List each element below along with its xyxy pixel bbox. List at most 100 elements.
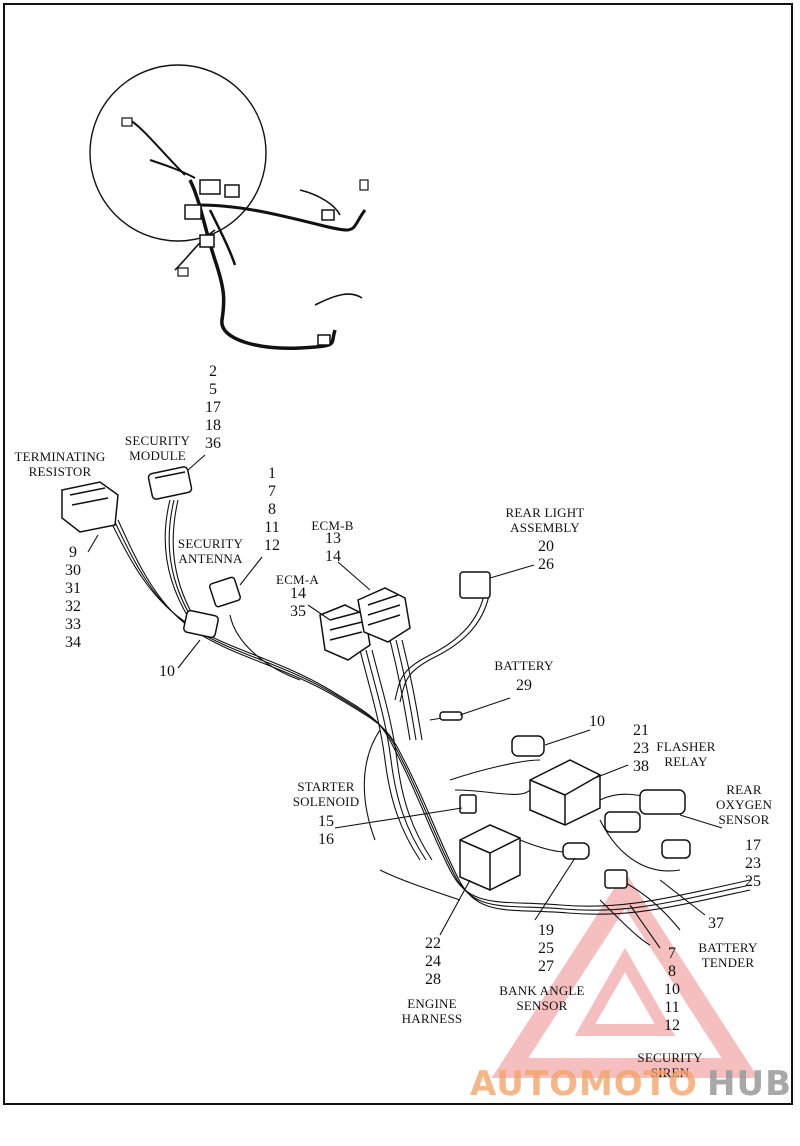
starter-solenoid-label-line: STARTER [297,779,355,794]
callout-number: 25 [745,873,761,890]
callout-number: 10 [664,981,680,998]
callout-harness-clip-left: 10 [152,663,182,681]
callout-number: 20 [538,538,554,555]
callout-number: 26 [538,556,554,573]
callout-number: 15 [318,813,334,830]
callout-number: 8 [668,963,676,980]
watermark-triangle [491,871,759,1078]
battery-tender-label-line: TENDER [701,955,755,970]
callout-number: 21 [633,722,649,739]
callout-number: 31 [65,580,81,597]
callout-rear-light-assembly: 20 26 [531,538,561,574]
bank-angle-sensor-label-line: SENSOR [516,998,568,1013]
callout-number: 7 [268,483,276,500]
callout-number: 30 [65,562,81,579]
flasher-relay-body [529,759,601,826]
callout-flasher-clip: 10 [582,713,612,731]
battery-tender-label-line: BATTERY [698,940,758,955]
callout-engine-harness: 22 24 28 [418,935,448,989]
bank-angle-connector [562,842,590,860]
callout-starter-solenoid: 15 16 [311,813,341,849]
rear-oxygen-connector [604,789,686,833]
terminating-resistor-label-line: RESISTOR [28,464,92,479]
bank-angle-sensor-label: BANK ANGLE SENSOR [490,983,594,1013]
starter-solenoid-label: STARTER SOLENOID [285,779,367,809]
callout-ecm-a: 14 35 [283,585,313,621]
callout-number: 36 [205,435,221,452]
engine-harness-label-line: HARNESS [401,1011,463,1026]
callout-number: 14 [290,585,306,602]
diagram-frame [3,3,793,1105]
callout-number: 10 [589,713,605,730]
callout-number: 12 [264,537,280,554]
callout-number: 22 [425,935,441,952]
callout-bank-angle-sensor: 19 25 27 [531,922,561,976]
callout-security-siren: 7 8 10 11 12 [657,945,687,1035]
flasher-relay-label: FLASHER RELAY [650,739,722,769]
ecm-a-label: ECM-A [276,572,319,587]
ecm-b-connector [357,587,411,643]
terminating-resistor-label: TERMINATING RESISTOR [10,449,110,479]
flasher-clip [511,735,545,757]
rear-oxygen-sensor-label-line: SENSOR [718,812,770,827]
security-antenna-label-line: ANTENNA [178,551,243,566]
callout-number: 10 [159,663,175,680]
security-module-label-line: SECURITY [124,433,191,448]
overview-inset [89,64,369,350]
components [61,466,691,891]
callout-number: 24 [425,953,441,970]
security-siren-label-line: SIREN [650,1065,690,1080]
callout-number: 7 [668,945,676,962]
callout-number: 33 [65,616,81,633]
callout-security-antenna: 1 7 8 11 12 [257,465,287,555]
security-module-label: SECURITY MODULE [115,433,200,463]
rear-light-assembly-label-line: REAR LIGHT [505,505,585,520]
callout-number: 1 [268,465,276,482]
security-module-body [147,466,193,500]
callout-number: 38 [633,758,649,775]
callout-rear-oxygen-sensor: 17 23 25 [738,837,768,891]
starter-solenoid-label-line: SOLENOID [292,794,360,809]
callout-number: 17 [745,837,761,854]
callout-number: 14 [325,548,341,565]
callout-number: 19 [538,922,554,939]
callout-number: 2 [209,363,217,380]
callout-number: 28 [425,971,441,988]
ecm-b-label: ECM-B [311,518,354,533]
starter-solenoid-connector [459,794,477,814]
callout-number: 23 [633,740,649,757]
callout-number: 29 [516,677,532,694]
battery-tender-label: BATTERY TENDER [690,940,766,970]
engine-harness-label: ENGINE HARNESS [390,996,474,1026]
watermark-text-hub: HUB [707,1064,792,1104]
battery-label: BATTERY [494,658,554,673]
callout-number: 13 [325,530,341,547]
battery-tender-connector [604,839,691,889]
callout-flasher-relay: 21 23 38 [626,722,656,776]
ecm-a-connector [319,604,371,661]
security-antenna-connector [208,576,242,608]
callout-number: 11 [664,999,680,1016]
callout-number: 9 [69,544,77,561]
callout-number: 16 [318,831,334,848]
security-antenna-label-line: SECURITY [177,536,244,551]
callout-number: 12 [664,1017,680,1034]
rear-light-assembly-label: REAR LIGHT ASSEMBLY [495,505,595,535]
leader-lines [87,454,723,949]
callout-battery: 29 [509,677,539,695]
engine-harness-label-line: ENGINE [407,996,457,1011]
callout-number: 17 [205,399,221,416]
rear-oxygen-sensor-label: REAR OXYGEN SENSOR [712,782,776,827]
callout-number: 32 [65,598,81,615]
security-module-label-line: MODULE [129,448,186,463]
callout-number: 8 [268,501,276,518]
flasher-relay-label-line: RELAY [664,754,708,769]
callout-number: 5 [209,381,217,398]
callout-terminating-resistor: 9 30 31 32 33 34 [58,544,88,652]
callout-ecm-b: 13 14 [318,530,348,566]
rear-oxygen-sensor-label-line: REAR [726,782,762,797]
terminating-resistor-connector [61,481,119,533]
rear-light-connector [459,571,491,599]
callout-number: 23 [745,855,761,872]
security-siren-label-line: SECURITY [637,1050,703,1065]
